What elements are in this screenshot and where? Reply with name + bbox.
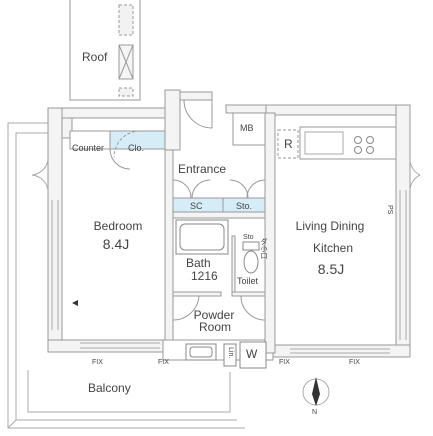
fix-label-1: FIX [92,359,103,366]
fix-label-4: FIX [349,359,360,366]
linen-space [223,343,237,367]
mb-box [232,112,266,146]
remote-label: ダ小口 [260,238,267,259]
mb-label: MB [240,123,254,133]
linen-label: Lin. [227,347,234,359]
kitchen-label: Kitchen [312,241,354,255]
compass-icon [302,377,330,406]
bedroom-size: 8.4J [102,236,130,252]
closet-label: Clo. [128,143,145,153]
bathtub [175,219,229,255]
roof-label: Roof [82,50,108,64]
balcony-railing [7,122,245,429]
shoe-cabinet-label: SC [190,201,203,211]
bath-size: 1216 [191,269,218,283]
triangle-marker-icon [72,300,78,306]
refrigerator-space [277,129,299,159]
washer-space [239,341,267,369]
fix-label-2: FIX [158,359,169,366]
windows [31,159,421,354]
storage-small-label: Sto [243,234,254,241]
doors [109,99,266,321]
powder-label: Powder [193,308,235,322]
roof-area [69,0,141,101]
toilet-fixture [242,241,260,274]
entrance-storage [222,197,266,213]
living-size: 8.5J [317,261,345,277]
storage-label: Sto. [236,201,253,211]
washer-label: W [246,347,258,361]
living-dining-label: Living Dining [295,219,365,233]
refrigerator-label: R [284,137,293,151]
entrance-label: Entrance [178,162,227,176]
kitchen-counter [299,126,397,160]
fix-label-3: FIX [279,359,290,366]
powder-room-label: Room [198,320,232,334]
compass-north-label: N [312,409,318,416]
interior-walls [164,112,276,354]
ps-label: PS [386,205,393,215]
bath-label: Bath [186,256,211,270]
counter-label: Counter [72,143,105,153]
washbasin [185,343,217,361]
balcony-label: Balcony [88,381,131,395]
bedroom-label: Bedroom [93,219,143,233]
toilet-label: Toilet [237,276,259,286]
